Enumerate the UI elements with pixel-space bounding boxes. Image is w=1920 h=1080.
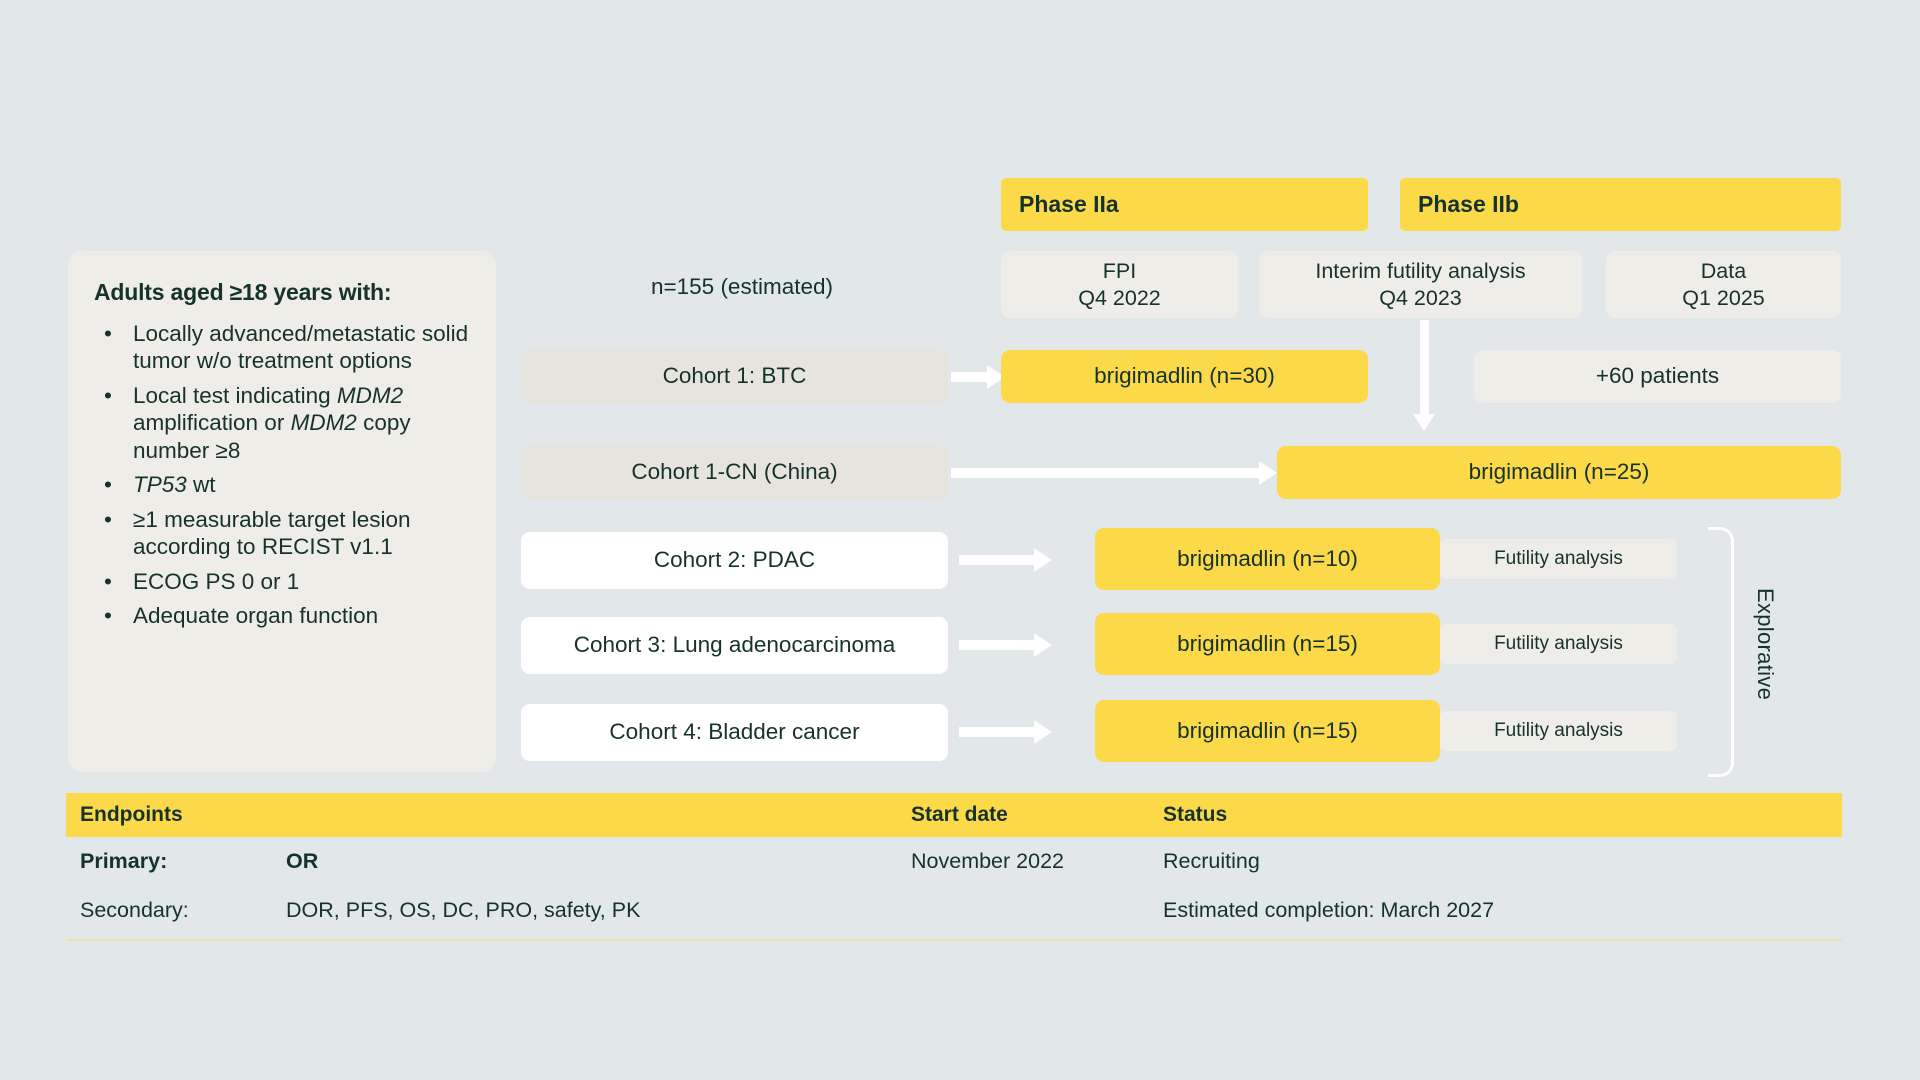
futility-analysis-cohort-2: Futility analysis <box>1440 539 1677 579</box>
primary-status: Recruiting <box>1163 849 1260 873</box>
phase-header-iib: Phase IIb <box>1400 178 1841 231</box>
endpoints-bottom-rule <box>66 939 1842 941</box>
cohort-1-cn: Cohort 1-CN (China) <box>521 446 948 499</box>
eligibility-bullet-3: •TP53 wt <box>104 472 216 498</box>
secondary-label: Secondary: <box>80 898 189 922</box>
milestone-data-name: Data <box>1700 258 1747 283</box>
milestone-fpi-name: FPI <box>1102 258 1137 283</box>
milestone-interim-name: Interim futility analysis <box>1315 258 1526 283</box>
endpoints-row-secondary: Secondary: DOR, PFS, OS, DC, PRO, safety… <box>66 886 1842 935</box>
treatment-cohort-1cn: brigimadlin (n=25) <box>1277 446 1841 499</box>
cohort-2-pdac: Cohort 2: PDAC <box>521 532 948 589</box>
eligibility-bullet-4: •≥1 measurable target lesion according t… <box>104 506 411 560</box>
cohort-4-bladder: Cohort 4: Bladder cancer <box>521 704 948 761</box>
eligibility-bullet-5: •ECOG PS 0 or 1 <box>104 568 300 594</box>
secondary-status: Estimated completion: March 2027 <box>1163 898 1495 922</box>
phase-header-iia: Phase IIa <box>1001 178 1368 231</box>
arrow-cohort2-to-treatment <box>959 548 1052 572</box>
header-status: Status <box>1163 803 1228 826</box>
bullet-icon: • <box>104 602 112 628</box>
bullet-icon: • <box>104 382 112 408</box>
enrollment-label: n=155 (estimated) <box>651 274 833 299</box>
cohort-3-lung: Cohort 3: Lung adenocarcinoma <box>521 617 948 674</box>
milestone-interim-futility: Interim futility analysis Q4 2023 <box>1259 251 1582 318</box>
secondary-value: DOR, PFS, OS, DC, PRO, safety, PK <box>286 898 641 922</box>
primary-label: Primary: <box>80 849 168 873</box>
expansion-patients: +60 patients <box>1474 350 1841 403</box>
treatment-cohort-2: brigimadlin (n=10) <box>1095 528 1440 590</box>
arrow-cohort3-to-treatment <box>959 633 1052 657</box>
bullet-icon: • <box>104 321 112 346</box>
milestone-interim-date: Q4 2023 <box>1379 285 1462 310</box>
arrow-cohort1-to-treatment <box>951 365 1005 389</box>
eligibility-bullet-1: •Locally advanced/metastatic solid tumor… <box>104 321 469 374</box>
milestone-data-date: Q1 2025 <box>1682 285 1765 310</box>
header-start-date: Start date <box>911 803 1008 826</box>
primary-value: OR <box>286 849 319 873</box>
milestone-fpi: FPI Q4 2022 <box>1001 251 1238 318</box>
endpoints-table-header: Endpoints Start date Status <box>66 793 1842 837</box>
treatment-cohort-1: brigimadlin (n=30) <box>1001 350 1368 403</box>
explorative-bracket <box>1708 527 1734 777</box>
eligibility-bullet-list: •Locally advanced/metastatic solid tumor… <box>94 320 470 629</box>
eligibility-title: Adults aged ≥18 years with: <box>94 279 392 305</box>
arrow-cohort1cn-to-treatment <box>951 461 1277 485</box>
treatment-cohort-4: brigimadlin (n=15) <box>1095 700 1440 762</box>
treatment-cohort-3: brigimadlin (n=15) <box>1095 613 1440 675</box>
milestone-data: Data Q1 2025 <box>1606 251 1841 318</box>
bullet-icon: • <box>104 568 112 594</box>
futility-analysis-cohort-4: Futility analysis <box>1440 711 1677 751</box>
arrow-interim-to-treatment <box>1413 320 1435 431</box>
arrow-cohort4-to-treatment <box>959 720 1052 744</box>
bullet-icon: • <box>104 472 112 498</box>
eligibility-bullet-6: •Adequate organ function <box>104 602 379 628</box>
bullet-icon: • <box>104 506 112 532</box>
header-endpoints: Endpoints <box>80 803 183 826</box>
futility-analysis-cohort-3: Futility analysis <box>1440 624 1677 664</box>
cohort-1-btc: Cohort 1: BTC <box>521 350 948 403</box>
milestone-fpi-date: Q4 2022 <box>1078 285 1161 310</box>
endpoints-row-primary: Primary: OR November 2022 Recruiting <box>66 837 1842 886</box>
eligibility-card: Adults aged ≥18 years with: •Locally adv… <box>68 251 496 772</box>
explorative-label: Explorative <box>1753 588 1778 701</box>
eligibility-bullet-2: •Local test indicating MDM2 amplificatio… <box>104 382 411 463</box>
primary-start-date: November 2022 <box>911 849 1064 873</box>
endpoints-table: Endpoints Start date Status Primary: OR … <box>66 793 1842 941</box>
